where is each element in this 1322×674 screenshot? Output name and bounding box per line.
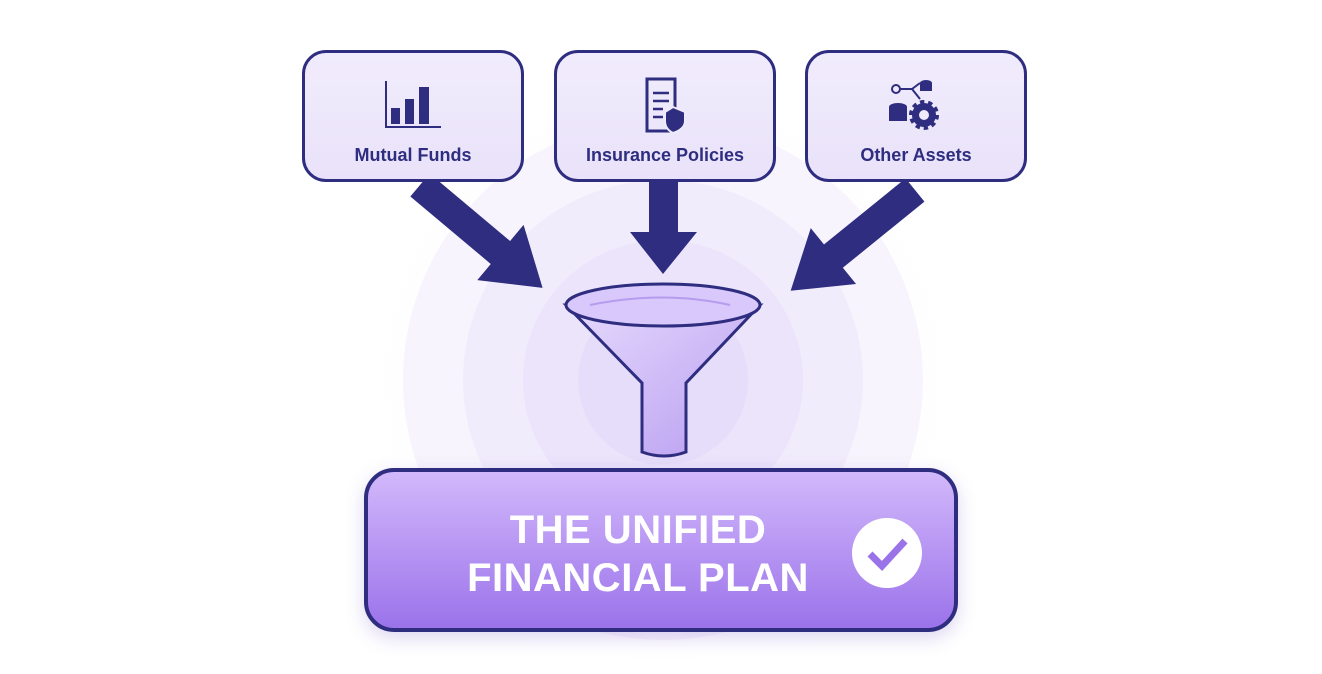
unified-financial-plan-box: THE UNIFIED FINANCIAL PLAN — [364, 468, 958, 632]
source-mutual-funds: Mutual Funds — [302, 50, 524, 182]
arrows — [410, 173, 925, 291]
source-label: Mutual Funds — [354, 145, 472, 165]
source-insurance-policies: Insurance Policies — [554, 50, 776, 182]
bar-chart-icon — [385, 81, 441, 128]
arrow-left — [410, 173, 543, 288]
database-gear-icon — [889, 80, 939, 130]
plan-title-line1: THE UNIFIED — [509, 508, 767, 552]
arrow-center — [649, 180, 678, 240]
checkmark-circle-icon — [852, 518, 922, 588]
plan-title-line2: FINANCIAL PLAN — [467, 556, 809, 600]
source-other-assets: Other Assets — [805, 50, 1027, 182]
arrow-right — [790, 178, 925, 291]
document-shield-icon — [645, 77, 686, 135]
source-label: Other Assets — [860, 145, 972, 165]
source-label: Insurance Policies — [585, 145, 745, 165]
funnel-icon — [562, 282, 764, 458]
